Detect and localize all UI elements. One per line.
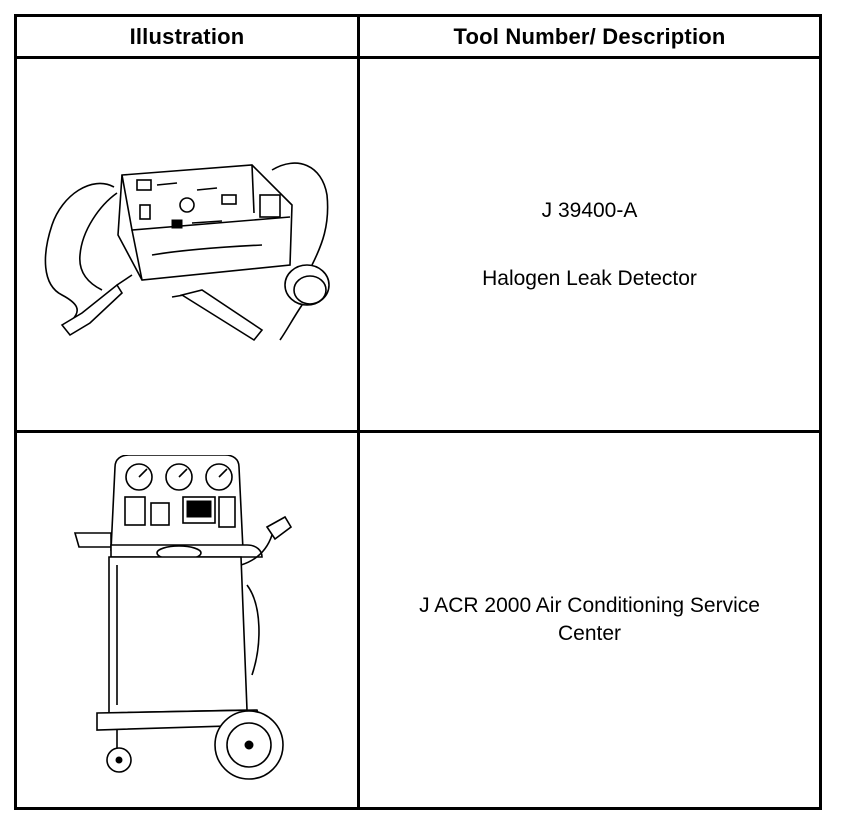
air-conditioning-service-center-illustration (73, 455, 293, 780)
header-description: Tool Number/ Description (360, 17, 819, 59)
description-cell-leak-detector: J 39400-A Halogen Leak Detector (360, 59, 819, 433)
description-cell-service-center: J ACR 2000 Air Conditioning Service Cent… (360, 433, 819, 807)
header-illustration-label: Illustration (129, 23, 245, 49)
tool-description-line-1: J ACR 2000 Air Conditioning Service (419, 594, 760, 617)
illustration-cell-leak-detector (17, 59, 360, 433)
halogen-leak-detector-illustration (44, 161, 330, 341)
tool-table: Illustration Tool Number/ Description (14, 14, 822, 810)
header-description-label: Tool Number/ Description (453, 23, 726, 49)
tool-number: J 39400-A (541, 198, 638, 222)
tool-description: Halogen Leak Detector (482, 266, 697, 290)
tool-description-line-2: Center (557, 622, 622, 645)
illustration-cell-service-center (17, 433, 360, 807)
header-illustration: Illustration (17, 17, 360, 59)
